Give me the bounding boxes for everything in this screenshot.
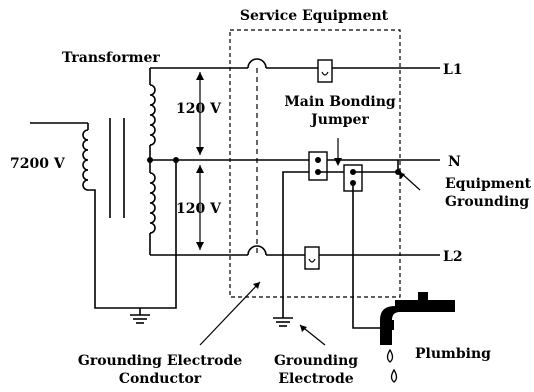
main-bonding-label-line2: Jumper: [309, 112, 369, 128]
l1-conductor: [150, 58, 440, 255]
voltage-arrow-upper: [196, 72, 204, 155]
equipment-grounding-label-line1: Equipment: [445, 176, 532, 192]
ge-label-line2: Electrode: [278, 371, 353, 387]
lower-voltage-label: 120 V: [176, 201, 222, 217]
gec-label-line2: Conductor: [119, 371, 202, 387]
secondary-coil-upper: [149, 68, 156, 160]
l1-terminal-block: [317, 59, 333, 83]
grounding-electrode-conductor: [273, 171, 309, 327]
service-equipment-label: Service Equipment: [240, 8, 389, 24]
system-ground-symbol: [130, 308, 150, 324]
transformer-label: Transformer: [62, 50, 160, 66]
voltage-arrow-lower: [196, 165, 204, 250]
plumbing-bonding-conductor: [352, 183, 385, 329]
gec-label-line1: Grounding Electrode: [78, 353, 242, 369]
service-equipment-enclosure: [229, 29, 401, 298]
plumbing-faucet-icon: [380, 292, 455, 345]
l1-label: L1: [443, 62, 463, 78]
neutral-conductor: [140, 157, 440, 309]
equipment-grounding-label-line2: Grounding: [445, 194, 529, 210]
gec-pointer-line: [199, 281, 261, 346]
gec-pointer-arrow: [253, 282, 260, 289]
l2-label: L2: [443, 249, 463, 265]
l2-terminal-block: [304, 246, 320, 270]
water-drop-icon: [386, 348, 398, 383]
main-bonding-jumper: [318, 138, 344, 173]
plumbing-label: Plumbing: [415, 346, 491, 362]
ge-pointer-arrow: [300, 325, 307, 332]
primary-voltage-label: 7200 V: [10, 156, 66, 172]
neutral-bus-block: [308, 151, 328, 181]
upper-voltage-label: 120 V: [176, 101, 222, 117]
equipment-grounding-conductor: [353, 160, 421, 191]
main-bonding-label-line1: Main Bonding: [284, 94, 396, 110]
secondary-coil-lower: [149, 160, 156, 255]
l2-conductor: [150, 245, 440, 256]
n-label: N: [448, 154, 461, 170]
ge-label-line1: Grounding: [274, 353, 358, 369]
primary-coil: [30, 122, 140, 309]
